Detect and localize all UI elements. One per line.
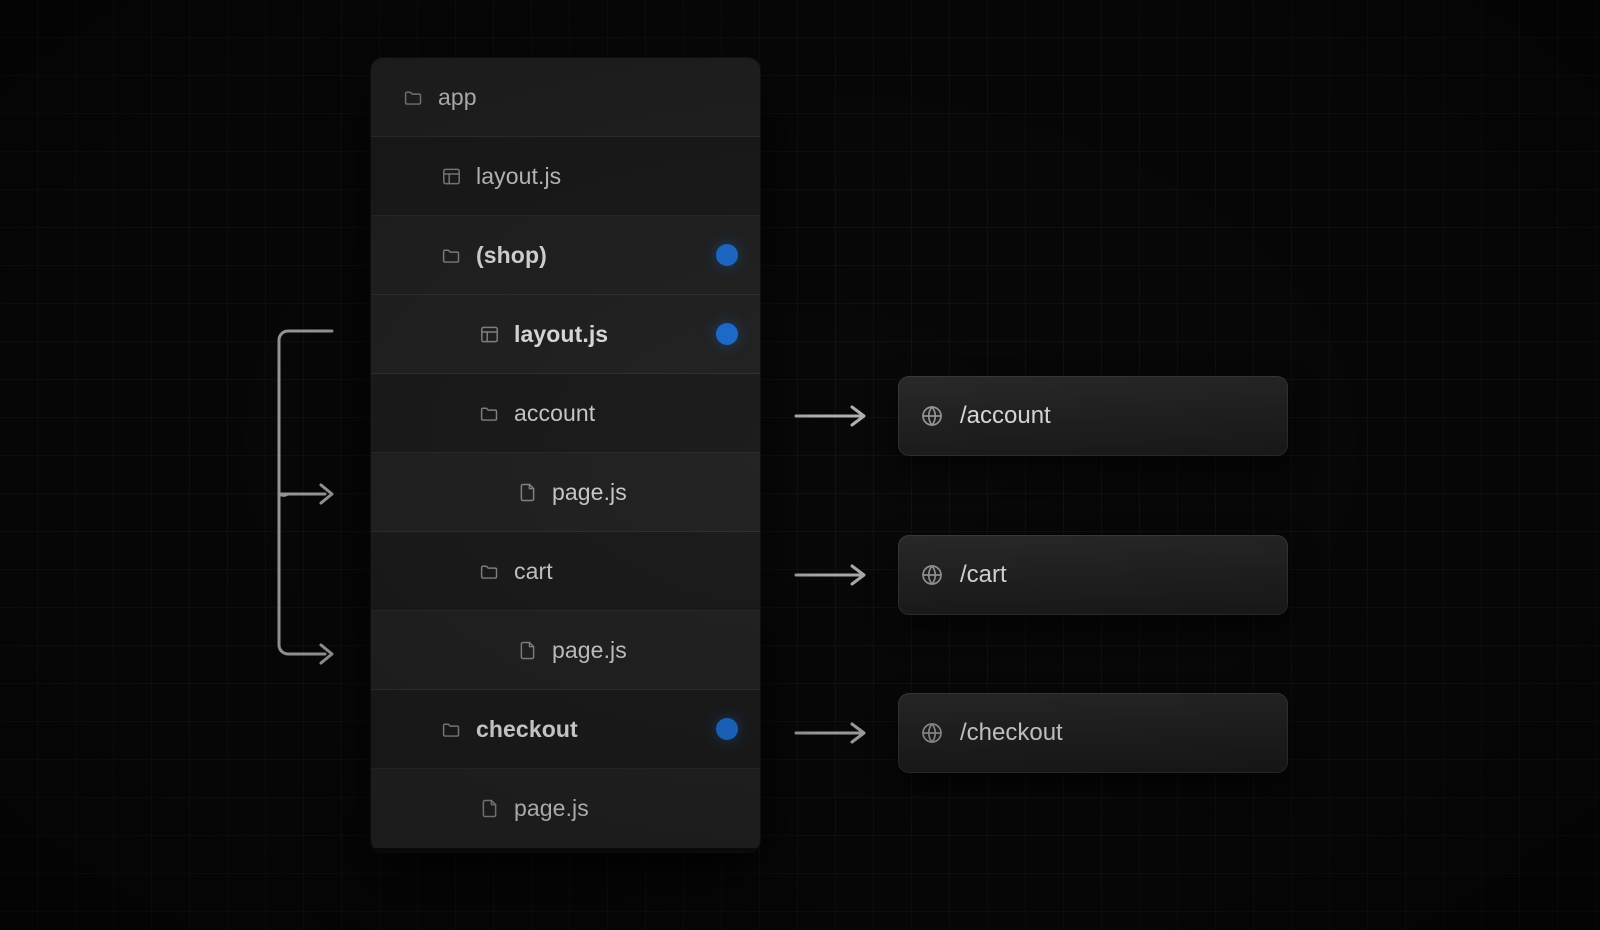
tree-row[interactable]: app [371, 58, 760, 137]
tree-row-label: page.js [552, 478, 627, 505]
route-arrow-account [794, 405, 866, 427]
status-dot [716, 718, 738, 740]
tree-row-label: cart [514, 557, 553, 584]
globe-icon [920, 721, 944, 745]
route-pill[interactable]: /account [898, 376, 1288, 456]
route-pill-label: /account [960, 402, 1051, 429]
folder-icon [479, 403, 500, 424]
tree-row[interactable]: page.js [371, 453, 760, 532]
tree-row-label: layout.js [514, 320, 609, 347]
layout-icon [479, 324, 500, 345]
bracket-arrowhead-middle [319, 483, 334, 505]
tree-row-label: checkout [476, 715, 578, 742]
tree-row[interactable]: page.js [371, 611, 760, 690]
tree-row-label: app [438, 83, 477, 110]
file-icon [517, 482, 538, 503]
tree-row[interactable]: cart [371, 532, 760, 611]
status-dot [716, 323, 738, 345]
file-icon [517, 640, 538, 661]
folder-icon [479, 561, 500, 582]
route-arrow-cart [794, 564, 866, 586]
layout-icon [441, 166, 462, 187]
tree-row[interactable]: layout.js [371, 137, 760, 216]
tree-row-label: layout.js [476, 162, 562, 189]
route-pill-label: /checkout [960, 719, 1063, 746]
route-pill-label: /cart [960, 561, 1007, 588]
tree-row-label: (shop) [476, 241, 547, 268]
tree-row-label: account [514, 399, 596, 426]
tree-row[interactable]: layout.js [371, 295, 760, 374]
tree-row-label: page.js [514, 795, 589, 821]
route-pill[interactable]: /cart [898, 535, 1288, 615]
tree-row[interactable]: (shop) [371, 216, 760, 295]
tree-row[interactable]: account [371, 374, 760, 453]
globe-icon [920, 563, 944, 587]
globe-icon [920, 404, 944, 428]
route-pill[interactable]: /checkout [898, 693, 1288, 773]
status-dot [716, 244, 738, 266]
route-arrow-checkout [794, 722, 866, 744]
tree-row[interactable]: page.js [371, 769, 760, 848]
layout-bracket-connector [277, 329, 334, 665]
folder-icon [441, 245, 462, 266]
bracket-arrowhead-bottom [319, 643, 334, 665]
file-tree-panel: app layout.js (shop) layout.js account page.j… [371, 58, 760, 852]
folder-icon [441, 719, 462, 740]
tree-row[interactable]: checkout [371, 690, 760, 769]
folder-icon [403, 87, 424, 108]
tree-row-label: page.js [552, 636, 627, 663]
file-icon [479, 798, 500, 819]
